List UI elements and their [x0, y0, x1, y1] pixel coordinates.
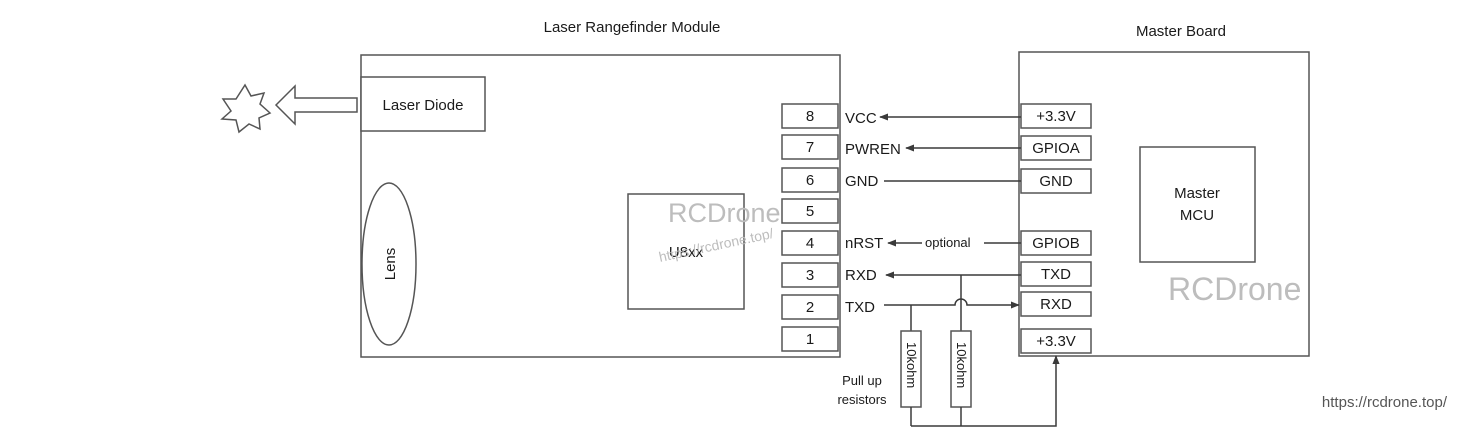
chip-u8xx — [627, 193, 745, 310]
master-mcu — [1139, 146, 1256, 263]
pullup-caption-line2: resistors — [837, 392, 887, 407]
master-mcu-label-line2: MCU — [1180, 207, 1214, 224]
master-pin-3v3-top: +3.3V — [1020, 103, 1092, 129]
lens — [361, 182, 417, 346]
svg-text:5: 5 — [806, 203, 814, 220]
laser-beam-star-icon — [220, 83, 272, 134]
svg-text:2: 2 — [806, 299, 814, 316]
signal-rxd: RXD — [845, 267, 877, 284]
module-pin-1: 1 — [781, 326, 839, 352]
signal-vcc: VCC — [845, 110, 877, 127]
signal-gnd: GND — [845, 173, 879, 190]
svg-text:3: 3 — [806, 267, 814, 284]
watermark-brand-master: RCDrone — [1168, 271, 1301, 307]
optional-label: optional — [925, 235, 971, 250]
master-pin-rxd: RXD — [1020, 291, 1092, 317]
laser-diode-block — [360, 76, 486, 132]
module-pin-8: 8 — [781, 103, 839, 129]
laser-diode-label: Laser Diode — [383, 97, 464, 114]
module-pin-2: 2 — [781, 294, 839, 320]
module-pin-7: 7 — [781, 134, 839, 160]
watermark-brand-module: RCDrone — [668, 198, 781, 228]
svg-text:GND: GND — [1039, 173, 1073, 190]
master-pin-gpiob: GPIOB — [1020, 230, 1092, 256]
master-mcu-label-line1: Master — [1174, 185, 1220, 202]
svg-text:7: 7 — [806, 139, 814, 156]
pullup-caption-line1: Pull up — [842, 373, 882, 388]
svg-text:6: 6 — [806, 172, 814, 189]
signal-pwren: PWREN — [845, 141, 901, 158]
master-pin-txd: TXD — [1020, 261, 1092, 287]
wire-pullup-supply — [911, 355, 1060, 427]
master-board-title: Master Board — [1136, 23, 1226, 40]
module-pin-6: 6 — [781, 167, 839, 193]
svg-text:1: 1 — [806, 331, 814, 348]
master-pin-gnd: GND — [1020, 168, 1092, 194]
resistor-2-label: 10kohm — [954, 342, 969, 388]
module-title: Laser Rangefinder Module — [544, 19, 721, 36]
module-pin-3: 3 — [781, 262, 839, 288]
svg-text:8: 8 — [806, 108, 814, 125]
svg-text:TXD: TXD — [1041, 266, 1071, 283]
laser-direction-arrow — [274, 84, 358, 126]
svg-text:GPIOA: GPIOA — [1032, 140, 1080, 157]
svg-text:+3.3V: +3.3V — [1036, 333, 1076, 350]
chip-label: U8xx — [669, 244, 704, 261]
wire-txd — [884, 298, 1020, 309]
signal-txd: TXD — [845, 299, 875, 316]
lens-label: Lens — [382, 248, 399, 281]
signal-nrst: nRST — [845, 235, 883, 252]
module-pin-5: 5 — [781, 198, 839, 224]
svg-text:GPIOB: GPIOB — [1032, 235, 1080, 252]
svg-text:+3.3V: +3.3V — [1036, 108, 1076, 125]
master-pin-3v3-bottom: +3.3V — [1020, 328, 1092, 354]
svg-text:4: 4 — [806, 235, 814, 252]
resistor-1-label: 10kohm — [904, 342, 919, 388]
svg-text:RXD: RXD — [1040, 296, 1072, 313]
footer-url: https://rcdrone.top/ — [1322, 394, 1448, 411]
module-pin-4: 4 — [781, 230, 839, 256]
master-pin-gpioa: GPIOA — [1020, 135, 1092, 161]
